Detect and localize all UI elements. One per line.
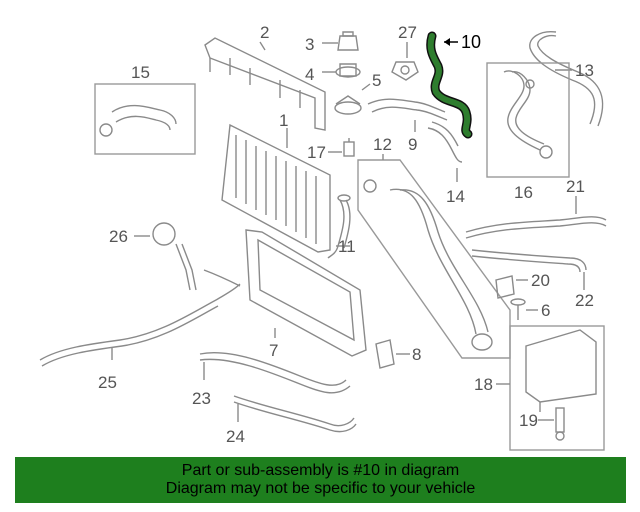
- callout-6: 6: [541, 301, 550, 320]
- sensor-19-part: [555, 407, 565, 441]
- mount-part: [334, 95, 362, 115]
- hose-12-part: [363, 179, 493, 351]
- notice-line-2: Diagram may not be specific to your vehi…: [165, 480, 476, 497]
- callout-25: 25: [98, 373, 117, 392]
- pipe-23-part: [199, 352, 351, 394]
- pipe-21-part: [465, 216, 607, 239]
- hose-15-part: [99, 104, 177, 137]
- callout-22: 22: [575, 291, 594, 310]
- notice-line-1: Part or sub-assembly is #10 in diagram: [181, 462, 460, 479]
- callout-19: 19: [519, 411, 538, 430]
- expansion-tank-18-part: [525, 329, 597, 412]
- cap-part: [337, 31, 359, 51]
- callout-8: 8: [412, 345, 421, 364]
- callout-24: 24: [226, 427, 245, 446]
- valve-26-part: [152, 222, 197, 291]
- callout-16: 16: [514, 183, 533, 202]
- parts-diagram: 2 1 3 4 27 5 9 10: [39, 23, 607, 451]
- callout-1: 1: [279, 111, 288, 130]
- radiator-part: [221, 123, 331, 253]
- callout-11: 11: [338, 237, 356, 256]
- callout-9: 9: [408, 135, 417, 154]
- callout-3: 3: [305, 35, 314, 54]
- callout-23: 23: [192, 389, 211, 408]
- callout-4: 4: [305, 65, 314, 84]
- hose-9-part: [367, 98, 448, 121]
- callout-7: 7: [269, 341, 278, 360]
- hose-14-part: [427, 121, 463, 163]
- coolant-hose-10-highlighted: [426, 31, 473, 139]
- clip-20-part: [495, 275, 515, 299]
- callout-12: 12: [373, 135, 392, 154]
- callout-15: 15: [131, 63, 150, 82]
- pipe-22-part: [471, 249, 587, 273]
- pipe-24-part: [233, 395, 357, 433]
- screw-6-part: [510, 298, 526, 320]
- expansion-cap-part: [391, 61, 419, 81]
- valve-part: [335, 63, 361, 78]
- callout-18: 18: [474, 375, 493, 394]
- callout-10: 10: [461, 32, 481, 52]
- shroud-7-part: [245, 229, 367, 357]
- hose-16-part: [503, 70, 553, 159]
- callout-2: 2: [260, 23, 269, 42]
- bolt-17-part: [343, 138, 355, 157]
- hose-13-part: [529, 31, 604, 127]
- notice-banner: Part or sub-assembly is #10 in diagram D…: [15, 457, 626, 503]
- pipe-25-part: [39, 269, 241, 367]
- callout-21: 21: [566, 177, 585, 196]
- callout-17: 17: [307, 143, 326, 162]
- callout-26: 26: [109, 227, 128, 246]
- callout-5: 5: [372, 71, 381, 90]
- callout-27: 27: [398, 23, 417, 42]
- callout-14: 14: [446, 187, 465, 206]
- callout-20: 20: [531, 271, 550, 290]
- callout-13: 13: [575, 61, 594, 80]
- bracket-8-part: [375, 339, 395, 369]
- radiator-support-part: [204, 37, 326, 131]
